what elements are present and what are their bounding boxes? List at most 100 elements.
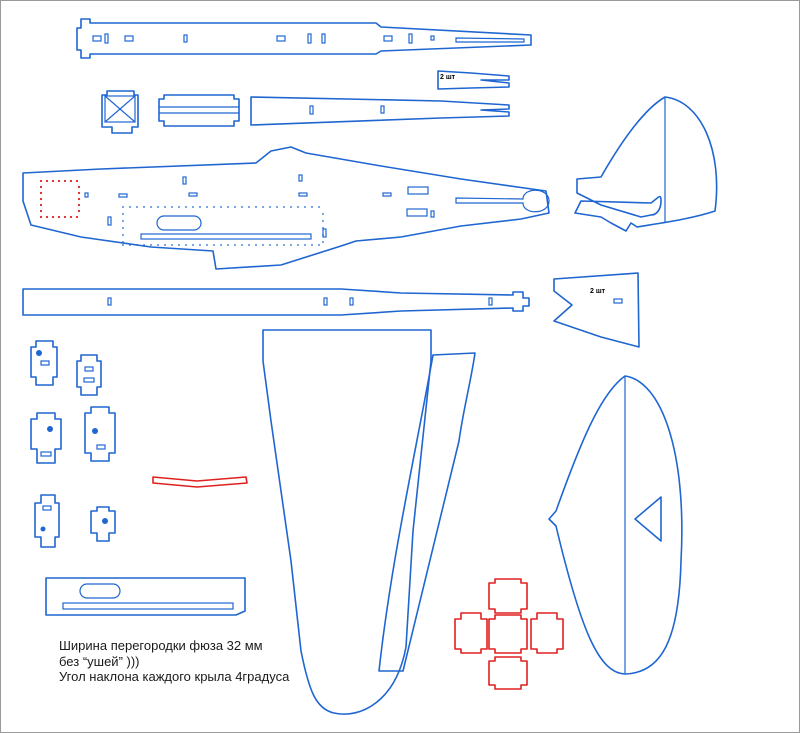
frame-dot [122, 244, 124, 246]
note-line-2: без “ушей” ))) [59, 653, 140, 669]
frame-dot [192, 206, 194, 208]
frame-dot [206, 206, 208, 208]
box-part [101, 90, 139, 134]
frame-dot [39, 191, 43, 195]
frame-dot [322, 227, 324, 229]
frame-dot [150, 244, 152, 246]
frame-dot [63, 215, 67, 219]
frame-dot [164, 206, 166, 208]
frame-dot [262, 206, 264, 208]
frame-dot [234, 244, 236, 246]
frame-dot [241, 206, 243, 208]
frame-dot [283, 206, 285, 208]
frame-dot [185, 244, 187, 246]
small-strip [437, 70, 510, 90]
frame-dot [206, 244, 208, 246]
frame-dot [248, 206, 250, 208]
vertical-fin [574, 96, 718, 232]
frame-dot [150, 206, 152, 208]
frame-dot [178, 206, 180, 208]
bottom-bar [45, 577, 246, 616]
lower-spar [22, 288, 530, 316]
qty-label-fin: 2 шт [590, 288, 606, 295]
frame-dot [178, 244, 180, 246]
frame-dot [122, 213, 124, 215]
frame-dot [75, 179, 79, 183]
middle-strip [250, 96, 510, 126]
red-dot-frame [39, 179, 81, 219]
frame-dot [171, 244, 173, 246]
frame-dot [75, 215, 79, 219]
frame-dot [311, 206, 313, 208]
frame-dot [227, 244, 229, 246]
frame-dot [269, 244, 271, 246]
frame-dot [262, 244, 264, 246]
frame-dot [122, 241, 124, 243]
frame-dot [318, 244, 320, 246]
dihedral-brace [152, 476, 248, 488]
frame-dot [39, 209, 43, 213]
frame-dot [304, 244, 306, 246]
frame-dot [51, 179, 55, 183]
frame-dot [297, 244, 299, 246]
frame-dot [45, 215, 49, 219]
frame-dot [220, 206, 222, 208]
fuselage-side [22, 146, 550, 270]
frame-dot [157, 244, 159, 246]
frame-dot [129, 244, 131, 246]
frame-dot [290, 206, 292, 208]
frame-dot [77, 203, 81, 207]
frame-dot [318, 206, 320, 208]
assembly-note: Ширина перегородки фюза 32 мм без “ушей”… [59, 638, 289, 685]
bulkhead-2 [76, 354, 102, 396]
note-line-1: Ширина перегородки фюза 32 мм [59, 638, 263, 653]
frame-dot [69, 215, 73, 219]
frame-dot [157, 206, 159, 208]
frame-dot [39, 215, 43, 219]
frame-dot [213, 206, 215, 208]
frame-dot [213, 244, 215, 246]
frame-dot [136, 244, 138, 246]
red-cross-parts [454, 578, 564, 690]
frame-dot [39, 185, 43, 189]
frame-dot [227, 206, 229, 208]
frame-dot [276, 206, 278, 208]
frame-dot [171, 206, 173, 208]
frame-dot [269, 206, 271, 208]
frame-dot [199, 244, 201, 246]
frame-dot [322, 241, 324, 243]
bulkhead-6 [90, 506, 116, 542]
bulkhead-3 [30, 412, 62, 464]
frame-dot [77, 191, 81, 195]
frame-dot [304, 206, 306, 208]
blue-dot-frame [122, 206, 324, 246]
frame-dot [311, 244, 313, 246]
note-line-3: Угол наклона каждого крыла 4градуса [59, 669, 290, 684]
frame-dot [322, 234, 324, 236]
frame-dot [164, 244, 166, 246]
frame-dot [45, 179, 49, 183]
frame-dot [39, 197, 43, 201]
frame-dot [276, 244, 278, 246]
frame-dot [129, 206, 131, 208]
frame-dot [322, 220, 324, 222]
bulkhead-4 [84, 406, 116, 462]
frame-dot [248, 244, 250, 246]
frame-dot [77, 209, 81, 213]
frame-dot [255, 244, 257, 246]
short-bar [158, 94, 240, 127]
frame-dot [199, 206, 201, 208]
frame-dot [69, 179, 73, 183]
frame-dot [143, 206, 145, 208]
frame-dot [63, 179, 67, 183]
frame-dot [255, 206, 257, 208]
frame-dot [290, 244, 292, 246]
frame-dot [122, 206, 124, 208]
frame-dot [283, 244, 285, 246]
frame-dot [57, 179, 61, 183]
qty-label-strip: 2 шт [440, 74, 456, 81]
frame-dot [51, 215, 55, 219]
frame-dot [77, 185, 81, 189]
